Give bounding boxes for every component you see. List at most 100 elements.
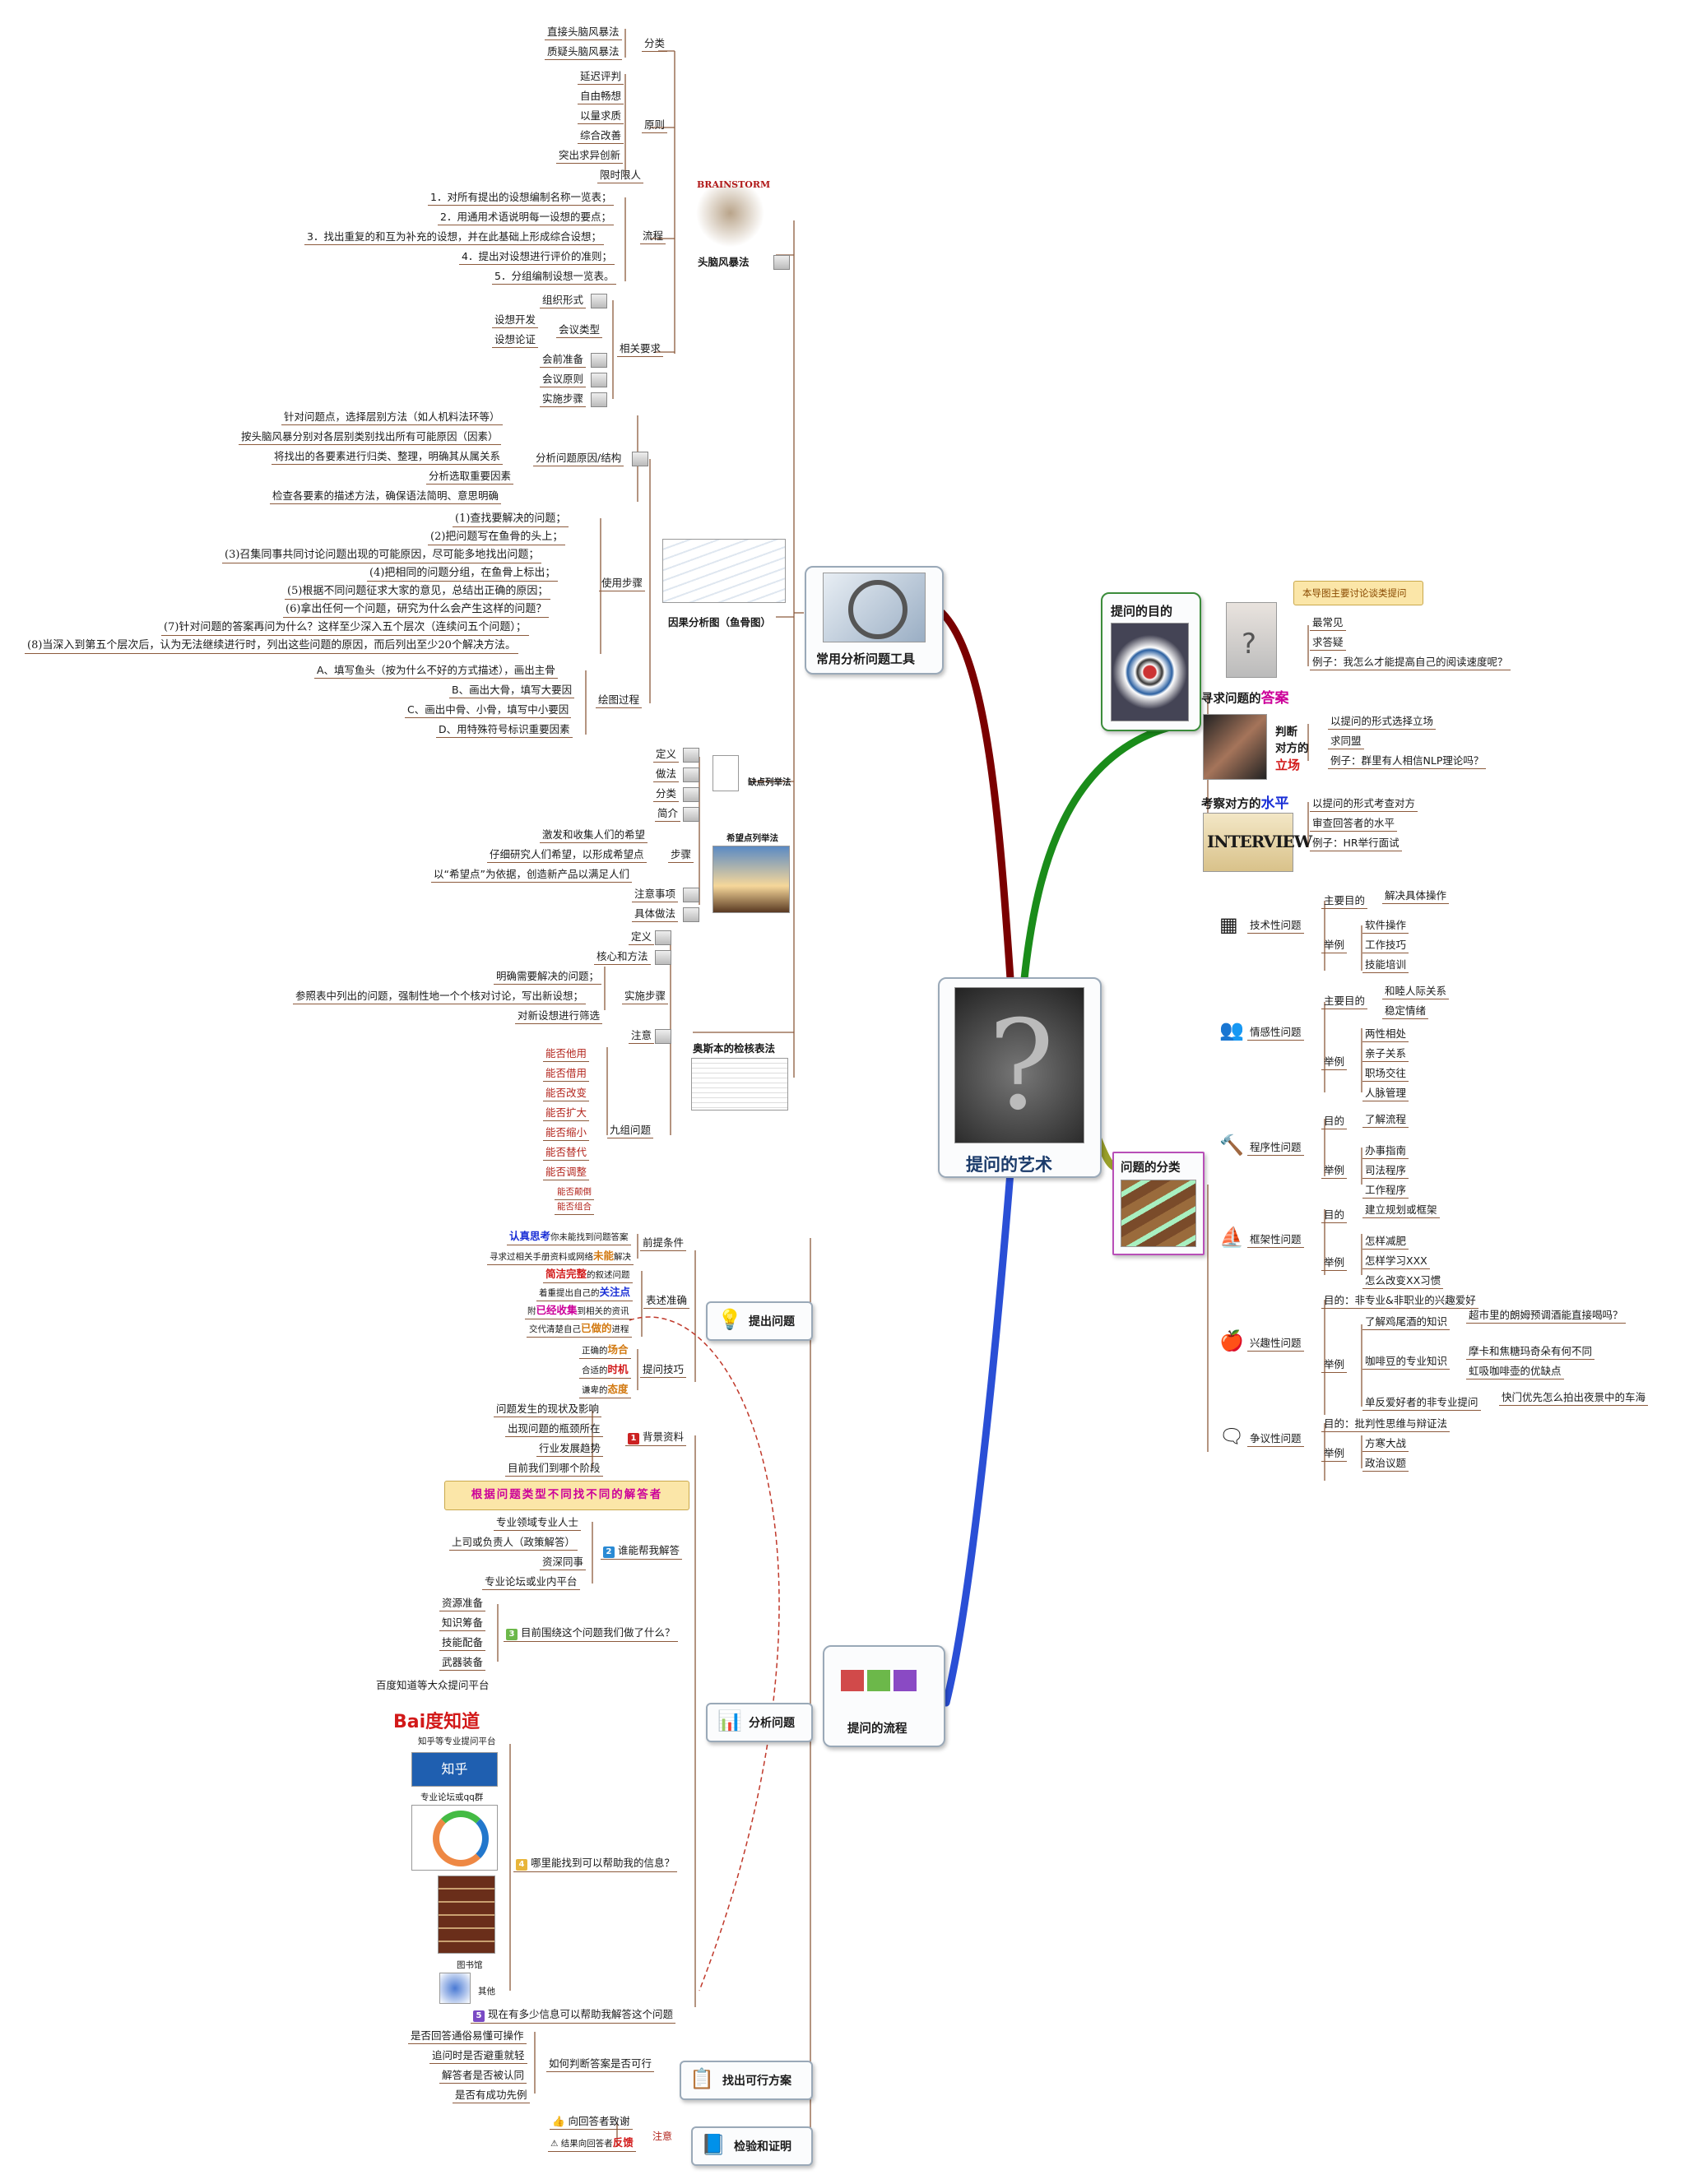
type-interest-ex-c[interactable]: 单反爱好者的非专业提问: [1362, 1395, 1481, 1411]
bs-req-org[interactable]: 组织形式: [540, 293, 587, 308]
fb-analysis-item[interactable]: 检查各要素的描述方法，确保语法简明、意思明确: [270, 489, 502, 504]
type-emotion-goal[interactable]: 和睦人际关系: [1382, 984, 1450, 999]
fb-analysis-item[interactable]: 分析选取重要因素: [426, 469, 514, 485]
osborn-nine-item[interactable]: 能否借用: [543, 1066, 590, 1082]
type-emotion-label[interactable]: 情感性问题: [1247, 1025, 1304, 1041]
purpose-level-item[interactable]: 审查回答者的水平: [1310, 816, 1398, 832]
type-frame-ex[interactable]: 怎样学习XXX: [1362, 1254, 1430, 1269]
raise-skill-a[interactable]: 正确的场合: [579, 1342, 631, 1359]
type-emotion-ex[interactable]: 两性相处: [1362, 1027, 1409, 1042]
tools-node[interactable]: 常用分析问题工具: [805, 566, 944, 675]
type-emotion-ex[interactable]: 职场交往: [1362, 1066, 1409, 1082]
verify-thanks[interactable]: 👍 向回答者致谢: [550, 2114, 633, 2130]
verify-node[interactable]: 📘 检验和证明: [691, 2126, 813, 2166]
hope-step[interactable]: 激发和收集人们的希望: [540, 828, 648, 843]
osborn-nine-item[interactable]: 能否扩大: [543, 1106, 590, 1121]
type-interest-ex-b-sub[interactable]: 虹吸咖啡壶的优缺点: [1466, 1364, 1564, 1379]
purpose-answer-item[interactable]: 例子：我怎么才能提高自己的阅读速度呢？: [1310, 655, 1511, 670]
bs-principle-label[interactable]: 原则: [642, 118, 668, 133]
type-interest-label[interactable]: 兴趣性问题: [1247, 1336, 1304, 1352]
type-emotion-goal[interactable]: 稳定情绪: [1382, 1004, 1429, 1019]
type-proc-ex[interactable]: 办事指南: [1362, 1143, 1409, 1159]
fb-analysis-item[interactable]: 将找出的各要素进行归类、整理，明确其从属关系: [272, 449, 504, 465]
fb-step[interactable]: (5)根据不同问题征求大家的意见，总结出正确的原因；: [285, 584, 551, 600]
raise-skill-label[interactable]: 提问技巧: [640, 1362, 687, 1378]
analyze-who-item[interactable]: 资深同事: [540, 1555, 587, 1570]
fb-step[interactable]: (4)把相同的问题分组，在鱼骨上标出；: [367, 566, 559, 582]
flow-node[interactable]: 提问的流程: [823, 1645, 945, 1747]
hope-step[interactable]: 以“希望点”为依据，创造新产品以满足人们: [431, 867, 632, 883]
defect-item[interactable]: 定义: [653, 747, 680, 763]
type-frame-label[interactable]: 框架性问题: [1247, 1232, 1304, 1248]
defect-item[interactable]: 分类: [653, 786, 680, 802]
verify-feedback[interactable]: ⚠ 结果向回答者反馈: [548, 2135, 636, 2152]
fb-analysis-item[interactable]: 针对问题点，选择层别方法（如人机料法环等）: [281, 410, 503, 425]
plan-judge-item[interactable]: 是否回答通俗易懂可操作: [408, 2029, 527, 2044]
type-frame-ex-label[interactable]: 举例: [1321, 1255, 1348, 1271]
analyze-bg-item[interactable]: 目前我们到哪个阶段: [505, 1461, 603, 1477]
bs-process-item[interactable]: 4．提出对设想进行评价的准则；: [459, 249, 615, 265]
bs-principle-item[interactable]: 以量求质: [578, 109, 624, 124]
osborn-core[interactable]: 核心和方法: [594, 949, 651, 965]
plan-judge-item[interactable]: 解答者是否被认同: [439, 2068, 527, 2084]
fb-step[interactable]: (7)针对问题的答案再问为什么？这样至少深入五个层次（连续问五个问题）；: [161, 620, 529, 636]
hope-other[interactable]: 具体做法: [632, 907, 679, 922]
plan-judge-item[interactable]: 是否有成功先例: [453, 2088, 530, 2103]
analyze-who-item[interactable]: 上司或负责人（政策解答）: [449, 1535, 578, 1551]
bs-principle-item[interactable]: 自由畅想: [578, 89, 624, 104]
raise-express-c[interactable]: 附已经收集到相关的资讯: [525, 1303, 632, 1319]
raise-premise-b[interactable]: 寻求过相关手册资料或网络未能解决: [487, 1249, 634, 1265]
bs-process-item[interactable]: 2．用通用术语说明每一设想的要点；: [438, 210, 614, 225]
type-debate-goal[interactable]: 目的：批判性思维与辩证法: [1321, 1417, 1451, 1432]
bs-principle-item[interactable]: 综合改善: [578, 128, 624, 144]
bs-req-meeting-item[interactable]: 设想开发: [492, 313, 539, 328]
type-tech-ex[interactable]: 工作技巧: [1362, 938, 1409, 953]
bs-req-meeting-item[interactable]: 设想论证: [492, 332, 539, 348]
osborn-nine-item[interactable]: 能否他用: [543, 1046, 590, 1062]
osborn-impl-label[interactable]: 实施步骤: [622, 989, 669, 1004]
bs-req-other[interactable]: 会议原则: [540, 372, 587, 387]
osborn-nine-item[interactable]: 能否改变: [543, 1086, 590, 1101]
defect-title[interactable]: 缺点列举法: [748, 777, 791, 787]
type-proc-goal-label[interactable]: 目的: [1321, 1114, 1348, 1129]
type-proc-ex[interactable]: 工作程序: [1362, 1183, 1409, 1199]
purpose-answer-item[interactable]: 求答疑: [1310, 635, 1346, 651]
fb-draw-item[interactable]: D、用特殊符号标识重要因素: [436, 722, 573, 738]
analyze-done-item[interactable]: 技能配备: [439, 1635, 486, 1651]
verify-note-label[interactable]: 注意: [652, 2131, 673, 2142]
raise-express-a[interactable]: 简洁完整的叙述问题: [543, 1267, 633, 1283]
raise-express-b[interactable]: 着重提出自己的关注点: [536, 1285, 634, 1301]
type-tech-ex-label[interactable]: 举例: [1321, 938, 1348, 953]
type-debate-label[interactable]: 争议性问题: [1247, 1431, 1304, 1447]
fb-step[interactable]: (1)查找要解决的问题；: [453, 512, 569, 527]
type-debate-ex[interactable]: 政治议题: [1362, 1456, 1409, 1472]
hope-other[interactable]: 注意事项: [632, 887, 679, 902]
raise-express-label[interactable]: 表述准确: [643, 1293, 690, 1309]
type-proc-ex-label[interactable]: 举例: [1321, 1163, 1348, 1179]
osborn-nine-item[interactable]: 能否颠倒: [555, 1185, 594, 1200]
defect-item[interactable]: 做法: [653, 767, 680, 782]
plan-judge-item[interactable]: 追问时是否避重就轻: [429, 2048, 527, 2064]
raise-skill-c[interactable]: 谦卑的态度: [579, 1382, 631, 1398]
fb-draw-label[interactable]: 绘图过程: [596, 693, 643, 708]
type-interest-ex-label[interactable]: 举例: [1321, 1357, 1348, 1373]
bs-principle-item[interactable]: 延迟评判: [578, 69, 624, 85]
type-frame-ex[interactable]: 怎么改变XX习惯: [1362, 1273, 1444, 1289]
type-frame-ex[interactable]: 怎样减肥: [1362, 1234, 1409, 1250]
type-emotion-ex[interactable]: 亲子关系: [1362, 1046, 1409, 1062]
purpose-stance-item[interactable]: 以提问的形式选择立场: [1328, 714, 1437, 730]
fb-steps-label[interactable]: 使用步骤: [599, 576, 646, 591]
purpose-level-item[interactable]: 例子：HR举行面试: [1310, 836, 1402, 851]
fb-draw-item[interactable]: B、画出大骨，填写大要因: [449, 683, 575, 698]
analyze-node[interactable]: 📊 分析问题: [706, 1703, 813, 1742]
osborn-nine-label[interactable]: 九组问题: [607, 1123, 654, 1138]
hope-step[interactable]: 仔细研究人们希望，以形成希望点: [487, 847, 647, 863]
osborn-impl-item[interactable]: 对新设想进行筛选: [515, 1009, 603, 1024]
osborn-note[interactable]: 注意: [629, 1028, 655, 1044]
raise-premise-label[interactable]: 前提条件: [640, 1236, 687, 1251]
bs-classify-item[interactable]: 质疑头脑风暴法: [545, 44, 622, 60]
bs-principle-item[interactable]: 限时限人: [597, 168, 644, 183]
fb-analysis-label[interactable]: 分析问题原因/结构: [533, 451, 624, 466]
